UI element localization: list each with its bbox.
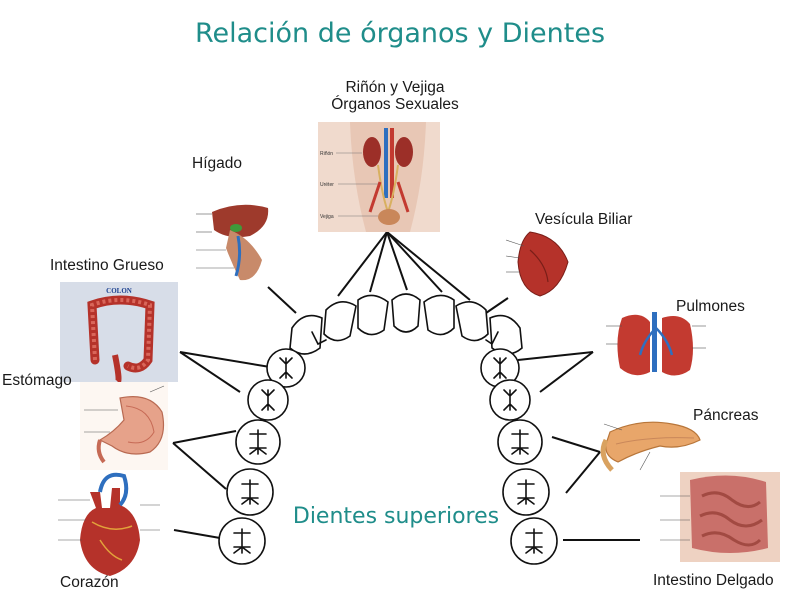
- organ-label-higado: Hígado: [192, 155, 242, 172]
- heart-illustration: [58, 472, 160, 576]
- tooth-incisor: [423, 294, 455, 336]
- organ-label-intestino-grueso: Intestino Grueso: [50, 257, 164, 274]
- organ-label-intestino-delgado: Intestino Delgado: [653, 572, 774, 589]
- tooth-canine: [289, 314, 323, 355]
- small-intestine-illustration: [660, 472, 780, 562]
- label-colon: COLON: [106, 287, 132, 295]
- tooth-molar-right-3: [510, 517, 558, 565]
- tooth-molar-right-1: [497, 419, 543, 465]
- tooth-molar-left-3: [218, 517, 266, 565]
- organ-label-vesicula: Vesícula Biliar: [535, 211, 632, 228]
- organ-label-pulmones: Pulmones: [676, 298, 745, 315]
- kidney-bladder-illustration: Riñón Uréter Vejiga: [318, 122, 440, 232]
- tooth-incisor: [357, 294, 389, 336]
- tooth-molar-left-2: [226, 468, 274, 516]
- tooth-premolar-left-1: [266, 348, 306, 388]
- liver-illustration: [196, 204, 269, 281]
- teeth-subtitle: Dientes superiores: [293, 504, 499, 529]
- tooth-canine: [489, 314, 523, 355]
- large-intestine-illustration: COLON: [60, 282, 178, 385]
- tooth-incisor: [323, 301, 357, 342]
- pancreas-illustration: [600, 421, 701, 472]
- organ-label-rinon-1: Riñón y Vejiga: [345, 79, 444, 96]
- organ-label-pancreas: Páncreas: [693, 407, 759, 424]
- tooth-molar-right-2: [502, 468, 550, 516]
- tooth-premolar-right-2: [489, 379, 531, 421]
- page-title: Relación de órganos y Dientes: [195, 18, 605, 49]
- tooth-premolar-left-2: [247, 379, 289, 421]
- lungs-illustration: [606, 312, 706, 376]
- organ-label-corazon: Corazón: [60, 574, 119, 591]
- upper-teeth-arch: [218, 293, 558, 565]
- tooth-incisor: [391, 293, 421, 333]
- label-vejiga: Vejiga: [320, 214, 334, 220]
- label-rinon: Riñón: [320, 151, 333, 157]
- connector-lines: [172, 231, 640, 541]
- tooth-incisor: [455, 301, 489, 342]
- label-ureter: Uréter: [320, 182, 334, 188]
- organ-label-estomago: Estómago: [2, 372, 72, 389]
- tooth-molar-left-1: [235, 419, 281, 465]
- gallbladder-illustration: [505, 231, 569, 297]
- stomach-illustration: [80, 382, 168, 470]
- organ-label-rinon-2: Órganos Sexuales: [331, 96, 459, 113]
